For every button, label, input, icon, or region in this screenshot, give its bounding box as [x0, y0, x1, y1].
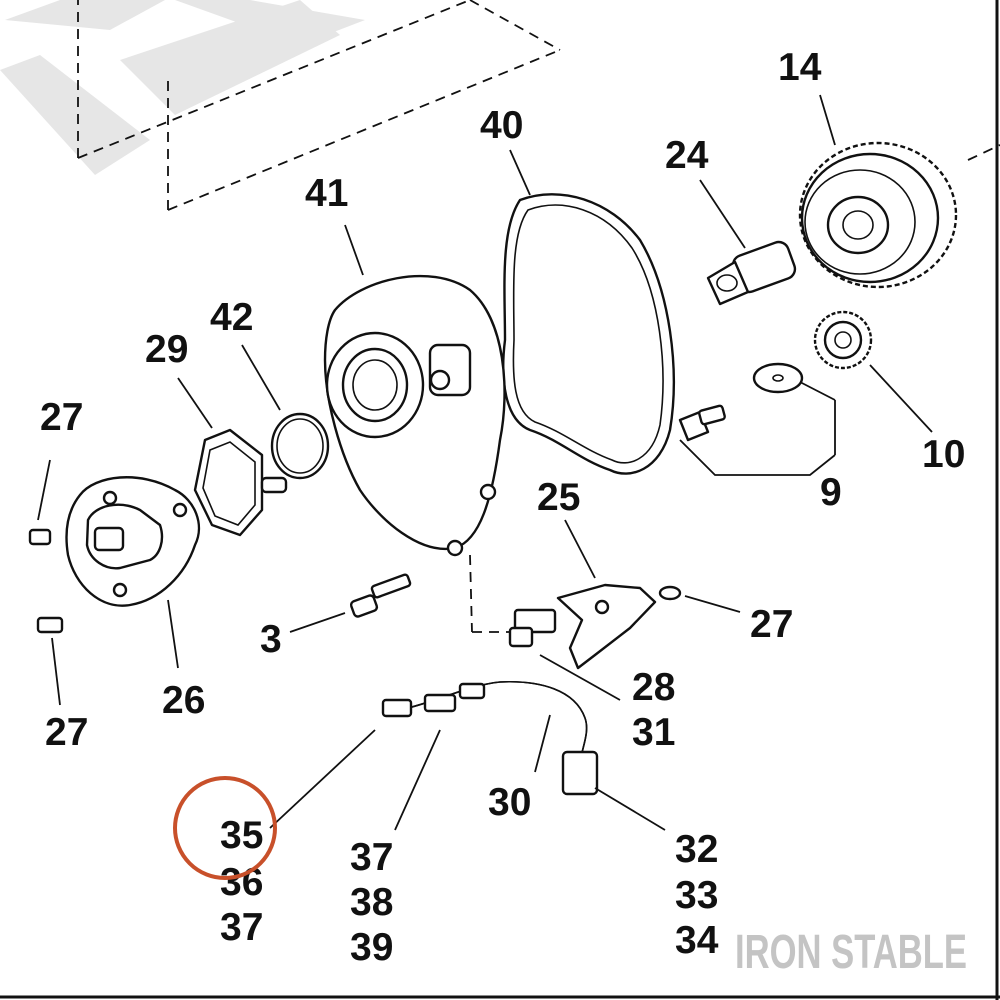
- bolt-part: [349, 573, 412, 618]
- callout-labels: 14 40 24 41 42 29 27 10 9 25 27 3 26 27 …: [40, 46, 965, 969]
- bolt-washer-part: [678, 362, 804, 442]
- callout-34: 34: [675, 919, 719, 962]
- harness-part: [381, 680, 599, 796]
- bracket-part: [556, 583, 657, 670]
- callout-27: 27: [40, 396, 83, 439]
- callout-30: 30: [488, 781, 531, 824]
- cam-sprocket-part: [798, 141, 958, 289]
- callout-42: 42: [210, 296, 253, 339]
- callout-37: 37: [350, 836, 393, 879]
- leader-lines: [37, 94, 933, 831]
- callout-14: 14: [778, 46, 822, 89]
- timer-plate-part: [193, 428, 288, 537]
- callout-28: 28: [632, 666, 675, 709]
- callout-37-left: 37: [220, 906, 263, 949]
- background-stripes: [0, 0, 365, 175]
- callout-29: 29: [145, 328, 188, 371]
- callout-24: 24: [665, 134, 709, 177]
- callout-27-bottom: 27: [45, 711, 88, 754]
- callout-32: 32: [675, 828, 718, 871]
- highlight-circle: [173, 776, 277, 880]
- callout-40: 40: [480, 104, 523, 147]
- callout-25: 25: [537, 476, 580, 519]
- callout-39: 39: [350, 926, 393, 969]
- callout-41: 41: [305, 172, 348, 215]
- callout-9: 9: [820, 471, 842, 514]
- small-sprocket-part: [813, 310, 873, 370]
- callout-3: 3: [260, 618, 282, 661]
- solenoid-part: [706, 240, 797, 306]
- watermark-text: IRON STABLE: [735, 926, 967, 979]
- callout-27-right: 27: [750, 603, 793, 646]
- callout-35: 35: [220, 814, 263, 857]
- screw-parts: [28, 528, 682, 634]
- callout-31: 31: [632, 711, 675, 754]
- callout-26: 26: [162, 679, 205, 722]
- cover-part: [323, 274, 506, 557]
- o-ring-part: [270, 412, 330, 480]
- callout-10: 10: [922, 433, 965, 476]
- gasket-part: [502, 193, 675, 475]
- timer-cover-part: [65, 476, 201, 607]
- sensor-part: [508, 608, 557, 648]
- dashed-reference-lines: [77, 0, 1000, 633]
- callout-38: 38: [350, 881, 393, 924]
- callout-33: 33: [675, 874, 718, 917]
